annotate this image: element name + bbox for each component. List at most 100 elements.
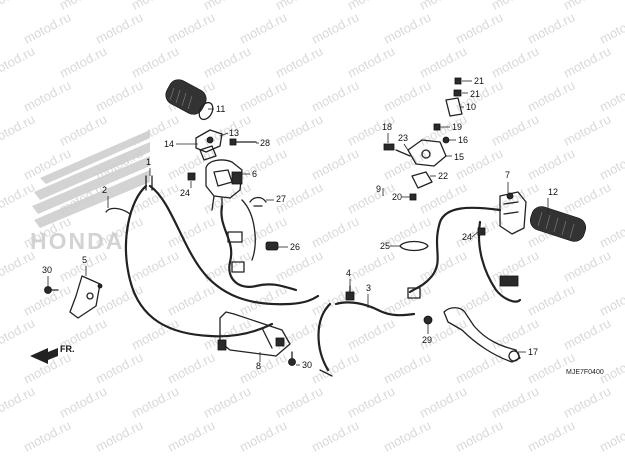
watermark-text: motod.ru bbox=[453, 417, 505, 454]
watermark-text: motod.ru bbox=[561, 43, 613, 80]
part-29-washer bbox=[423, 315, 433, 325]
part-21-screws bbox=[445, 77, 463, 117]
left-harness bbox=[220, 199, 298, 292]
callout-19: 19 bbox=[452, 122, 462, 132]
part-16-nut bbox=[442, 136, 450, 144]
callout-5: 5 bbox=[82, 255, 87, 265]
watermark-text: motod.ru bbox=[381, 349, 433, 386]
callout-18: 18 bbox=[382, 122, 392, 132]
watermark-text: motod.ru bbox=[0, 0, 37, 13]
watermark-text: motod.ru bbox=[237, 213, 289, 250]
callout-10: 10 bbox=[466, 102, 476, 112]
watermark-text: motod.ru bbox=[309, 145, 361, 182]
callout-20: 20 bbox=[392, 192, 402, 202]
part-20-screw bbox=[409, 193, 417, 201]
callout-24: 24 bbox=[462, 232, 472, 242]
diagram-code: MJE7F0400 bbox=[566, 369, 604, 376]
watermark-text: motod.ru bbox=[597, 145, 625, 182]
watermark-text: motod.ru bbox=[0, 383, 37, 420]
callout-29: 29 bbox=[422, 335, 432, 345]
watermark-text: motod.ru bbox=[489, 43, 541, 80]
watermark-text: motod.ru bbox=[345, 179, 397, 216]
watermark-text: motod.ru bbox=[381, 417, 433, 454]
part-11-left-grip bbox=[165, 79, 214, 121]
watermark-text: motod.ru bbox=[165, 9, 217, 46]
watermark-text: motod.ru bbox=[597, 417, 625, 454]
callout-3: 3 bbox=[366, 283, 371, 293]
part-5-bracket bbox=[69, 275, 103, 319]
watermark-text: motod.ru bbox=[525, 77, 577, 114]
watermark-text: motod.ru bbox=[525, 281, 577, 318]
part-24-screw-right bbox=[477, 227, 486, 236]
callout-30: 30 bbox=[302, 360, 312, 370]
watermark-text: motod.ru bbox=[453, 9, 505, 46]
watermark-text: motod.ru bbox=[21, 417, 73, 454]
watermark-text: motod.ru bbox=[561, 383, 613, 420]
callout-8: 8 bbox=[256, 361, 261, 371]
watermark-text: motod.ru bbox=[309, 77, 361, 114]
callout-17: 17 bbox=[528, 347, 538, 357]
watermark-text: motod.ru bbox=[129, 247, 181, 284]
callout-12: 12 bbox=[548, 187, 558, 197]
watermark-text: motod.ru bbox=[21, 77, 73, 114]
part-19-screw bbox=[433, 123, 441, 131]
watermark-text: motod.ru bbox=[0, 43, 37, 80]
watermark-text: motod.ru bbox=[237, 77, 289, 114]
watermark-text: motod.ru bbox=[597, 281, 625, 318]
callout-15: 15 bbox=[454, 152, 464, 162]
watermark-text: motod.ru bbox=[201, 383, 253, 420]
part-17-brake-lever bbox=[443, 307, 521, 363]
callout-24: 24 bbox=[180, 188, 190, 198]
watermark-text: motod.ru bbox=[489, 383, 541, 420]
watermark-text: motod.ru bbox=[417, 43, 469, 80]
leader-line bbox=[219, 132, 229, 137]
callout-14: 14 bbox=[164, 139, 174, 149]
watermark-text: motod.ru bbox=[21, 9, 73, 46]
part-26-clip bbox=[265, 241, 279, 251]
watermark-text: motod.ru bbox=[309, 9, 361, 46]
part-22-switch bbox=[411, 171, 433, 189]
watermark-text: motod.ru bbox=[0, 315, 37, 352]
watermark-text: motod.ru bbox=[237, 9, 289, 46]
callout-2: 2 bbox=[102, 185, 107, 195]
watermark-text: motod.ru bbox=[381, 9, 433, 46]
watermark-text: motod.ru bbox=[597, 213, 625, 250]
part-2-cable bbox=[105, 175, 320, 338]
part-4-bolt bbox=[345, 285, 355, 301]
callout-26: 26 bbox=[290, 242, 300, 252]
part-7-right-switch bbox=[499, 191, 527, 235]
callout-6: 6 bbox=[252, 169, 257, 179]
watermark-text: motod.ru bbox=[165, 349, 217, 386]
watermark-text: motod.ru bbox=[453, 281, 505, 318]
part-24-screw-left bbox=[187, 172, 196, 181]
callout-23: 23 bbox=[398, 133, 408, 143]
callout-30: 30 bbox=[42, 265, 52, 275]
watermark-text: motod.ru bbox=[0, 179, 37, 216]
honda-wing-logo: HONDA bbox=[30, 130, 150, 254]
watermark-text: motod.ru bbox=[525, 145, 577, 182]
part-25-band bbox=[399, 240, 429, 252]
watermark-text: motod.ru bbox=[597, 77, 625, 114]
watermark-text: motod.ru bbox=[129, 383, 181, 420]
honda-logo-text: HONDA bbox=[30, 228, 124, 254]
watermark-text: motod.ru bbox=[345, 315, 397, 352]
watermark-text: motod.ru bbox=[93, 349, 145, 386]
part-12-right-grip bbox=[529, 206, 587, 242]
leader-line bbox=[471, 231, 479, 238]
callout-25: 25 bbox=[380, 241, 390, 251]
watermark-text: motod.ru bbox=[453, 145, 505, 182]
callout-28: 28 bbox=[260, 138, 270, 148]
watermark-text: motod.ru bbox=[129, 43, 181, 80]
watermark-text: motod.ru bbox=[381, 77, 433, 114]
watermark-text: motod.ru bbox=[165, 417, 217, 454]
watermark-text: motod.ru bbox=[525, 417, 577, 454]
front-direction-label: FR. bbox=[60, 344, 75, 354]
callout-16: 16 bbox=[458, 135, 468, 145]
part-30-bolt-right bbox=[288, 351, 296, 366]
part-28-bolt bbox=[229, 138, 257, 146]
watermark-text: motod.ru bbox=[309, 349, 361, 386]
callout-1: 1 bbox=[146, 157, 151, 167]
watermark-text: motod.ru bbox=[417, 383, 469, 420]
